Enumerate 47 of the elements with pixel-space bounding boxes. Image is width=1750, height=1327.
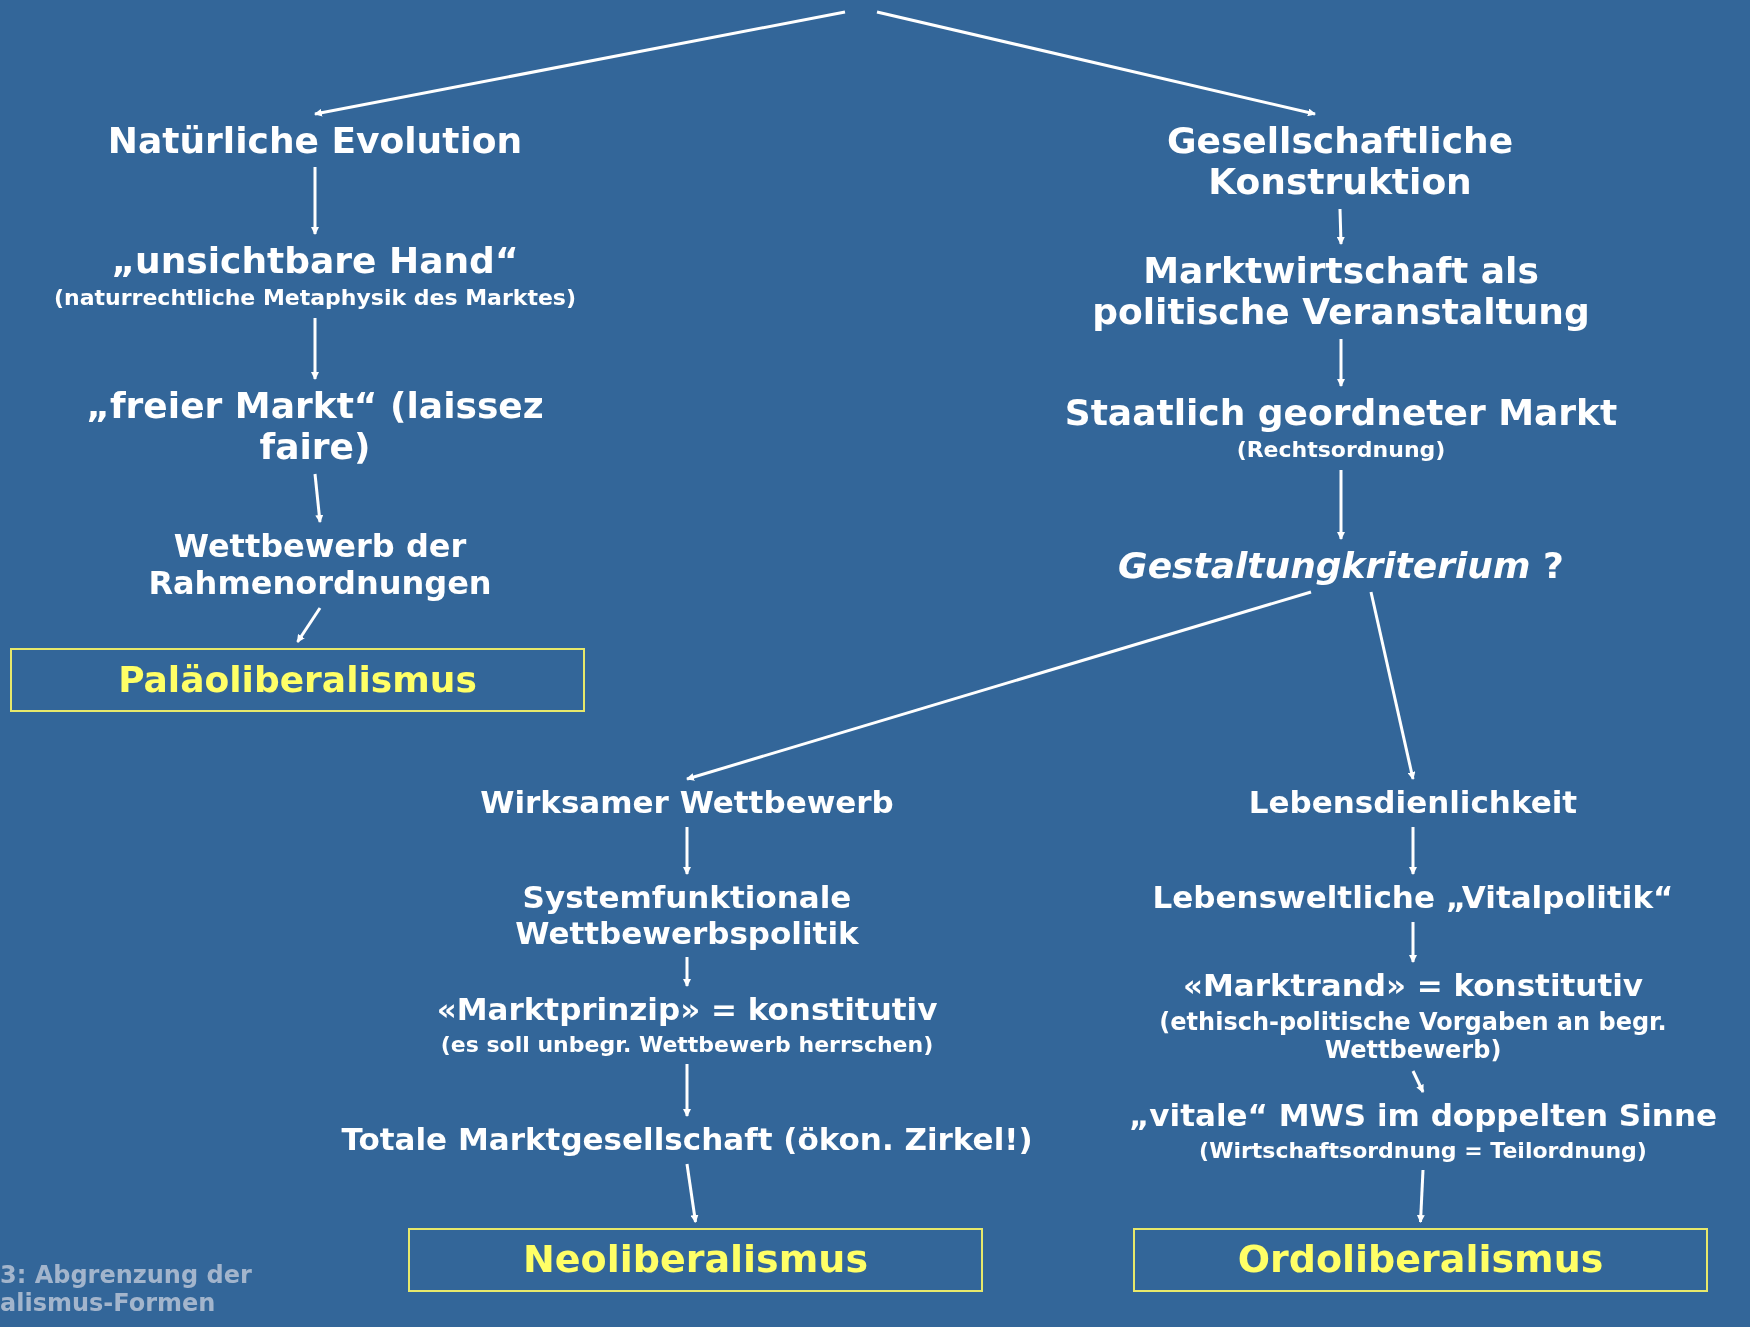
arrow bbox=[683, 827, 691, 875]
concept-label: „freier Markt“ (laissez faire) bbox=[85, 385, 545, 468]
arrow bbox=[1416, 1169, 1425, 1223]
result-label: Paläoliberalismus bbox=[118, 659, 477, 701]
arrow bbox=[686, 590, 1312, 781]
concept-label: Wirksamer Wettbewerb bbox=[480, 785, 894, 821]
arrow bbox=[313, 473, 324, 523]
result-box bbox=[10, 648, 585, 712]
concept-note: (Rechtsordnung) bbox=[1236, 437, 1446, 464]
concept-label: Systemfunktionale Wettbewerbspolitik bbox=[514, 880, 860, 952]
concept-label: Totale Marktgesellschaft (ökon. Zirkel!) bbox=[341, 1122, 1033, 1158]
arrow bbox=[311, 167, 319, 235]
arrow bbox=[1409, 922, 1417, 963]
arrow bbox=[683, 957, 691, 987]
concept-label: Marktwirtschaft als politische Veranstaltung bbox=[1091, 250, 1591, 333]
arrow bbox=[314, 10, 846, 117]
concept-label: „unsichtbare Hand“ bbox=[111, 240, 519, 282]
result-label: Ordoliberalismus bbox=[1237, 1238, 1604, 1282]
concept-label: Gestaltungkriterium ? bbox=[1118, 545, 1564, 587]
arrow bbox=[1337, 470, 1345, 540]
arrow bbox=[685, 1163, 699, 1223]
arrow bbox=[876, 10, 1316, 117]
arrow bbox=[1411, 1070, 1425, 1093]
arrow bbox=[1369, 591, 1416, 780]
result-box bbox=[1133, 1228, 1708, 1292]
concept-note: (ethisch-politische Vorgaben an begr. Wettbewerb) bbox=[1158, 1007, 1668, 1066]
arrow bbox=[1409, 827, 1417, 875]
concept-label: Wettbewerb der Rahmenordnungen bbox=[147, 528, 493, 602]
arrow bbox=[1336, 208, 1345, 245]
caption-text: 3: Abgrenzung der alismus-Formen bbox=[0, 1262, 253, 1318]
arrow bbox=[683, 1064, 691, 1117]
arrow bbox=[1337, 339, 1345, 387]
concept-label: «Marktprinzip» = konstitutiv bbox=[436, 992, 938, 1028]
result-label: Neoliberalismus bbox=[523, 1238, 868, 1282]
concept-label: Staatlich geordneter Markt bbox=[1064, 392, 1618, 434]
arrow bbox=[296, 607, 322, 643]
concept-label: Lebensdienlichkeit bbox=[1248, 785, 1578, 821]
result-box bbox=[408, 1228, 983, 1292]
concept-note: (naturrechtliche Metaphysik des Marktes) bbox=[54, 285, 576, 312]
concept-note: (es soll unbegr. Wettbewerb herrschen) bbox=[440, 1031, 934, 1059]
concept-label: Gesellschaftliche Konstruktion bbox=[1165, 120, 1515, 203]
arrow bbox=[311, 318, 319, 380]
concept-label: Natürliche Evolution bbox=[107, 120, 523, 162]
concept-note: (Wirtschaftsordnung = Teilordnung) bbox=[1199, 1137, 1647, 1165]
concept-label: «Marktrand» = konstitutiv bbox=[1182, 968, 1644, 1004]
concept-label: Lebensweltliche „Vitalpolitik“ bbox=[1152, 880, 1674, 916]
concept-label: „vitale“ MWS im doppelten Sinne bbox=[1129, 1098, 1717, 1134]
